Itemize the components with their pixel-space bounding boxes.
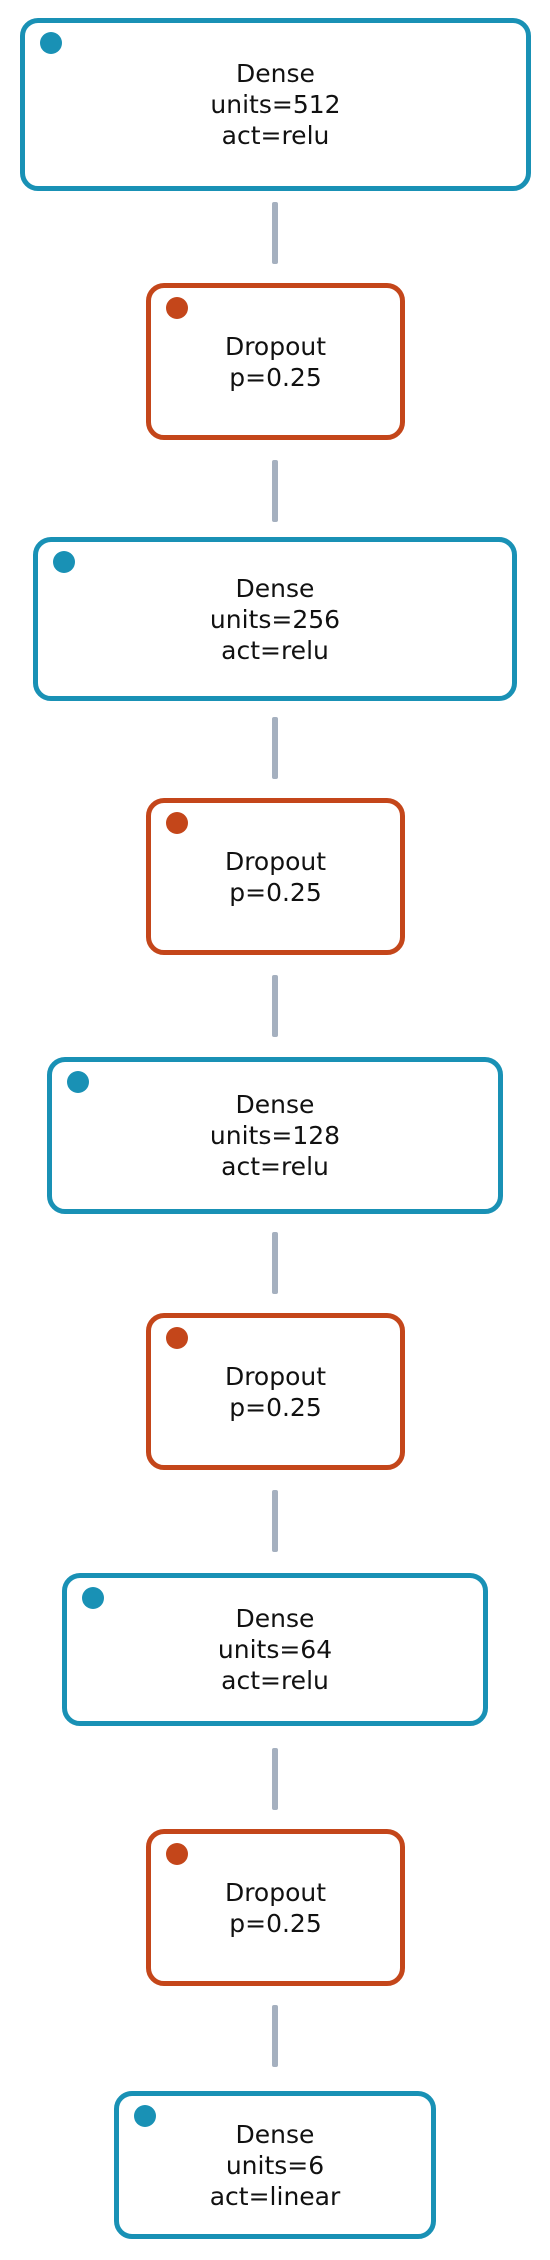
edge-connector	[272, 1490, 278, 1552]
dropout-indicator-dot	[166, 1843, 188, 1865]
dropout-indicator-dot	[166, 1327, 188, 1349]
layer-param-label: act=relu	[221, 635, 329, 665]
edge-connector	[272, 460, 278, 522]
dense-layer-node: Dense units=64 act=relu	[62, 1573, 488, 1726]
dense-indicator-dot	[53, 551, 75, 573]
layer-type-label: Dense	[235, 573, 315, 603]
dense-layer-node: Dense units=128 act=relu	[47, 1057, 503, 1214]
layer-param-label: units=128	[209, 1121, 341, 1150]
dense-layer-node: Dense units=256 act=relu	[33, 537, 517, 701]
dense-indicator-dot	[82, 1587, 104, 1609]
dense-layer-node: Dense units=512 act=relu	[20, 18, 531, 191]
layer-param-label: units=6	[225, 2150, 325, 2180]
dropout-layer-node: Dropout p=0.25	[146, 283, 405, 440]
dense-layer-node: Dense units=6 act=linear	[114, 2091, 436, 2239]
dropout-layer-node: Dropout p=0.25	[146, 1829, 405, 1986]
layer-type-label: Dropout	[224, 1361, 327, 1391]
layer-param-label: units=512	[210, 90, 341, 119]
layer-type-label: Dense	[235, 2119, 315, 2149]
layer-param-label: act=linear	[209, 2181, 341, 2211]
edge-connector	[272, 717, 278, 779]
edge-connector	[272, 2005, 278, 2067]
dense-indicator-dot	[40, 32, 62, 54]
layer-param-label: act=relu	[221, 1152, 329, 1181]
dropout-indicator-dot	[166, 297, 188, 319]
edge-connector	[272, 1748, 278, 1810]
edge-connector	[272, 1232, 278, 1294]
layer-param-label: p=0.25	[229, 877, 322, 907]
layer-param-label: units=256	[209, 604, 341, 634]
layer-type-label: Dense	[235, 1604, 315, 1633]
layer-type-label: Dense	[236, 59, 315, 88]
dense-indicator-dot	[67, 1071, 89, 1093]
layer-type-label: Dropout	[224, 1877, 327, 1907]
edge-connector	[272, 975, 278, 1037]
dropout-layer-node: Dropout p=0.25	[146, 798, 405, 955]
dense-indicator-dot	[134, 2105, 156, 2127]
layer-param-label: act=relu	[221, 121, 330, 150]
layer-param-label: p=0.25	[229, 1908, 322, 1938]
dropout-indicator-dot	[166, 812, 188, 834]
layer-param-label: act=relu	[221, 1666, 329, 1695]
layer-param-label: units=64	[217, 1635, 333, 1664]
layer-type-label: Dense	[235, 1090, 315, 1119]
layer-type-label: Dropout	[224, 846, 327, 876]
layer-type-label: Dropout	[224, 331, 327, 361]
dropout-layer-node: Dropout p=0.25	[146, 1313, 405, 1470]
edge-connector	[272, 202, 278, 264]
layer-param-label: p=0.25	[229, 1392, 322, 1422]
layer-param-label: p=0.25	[229, 362, 322, 392]
